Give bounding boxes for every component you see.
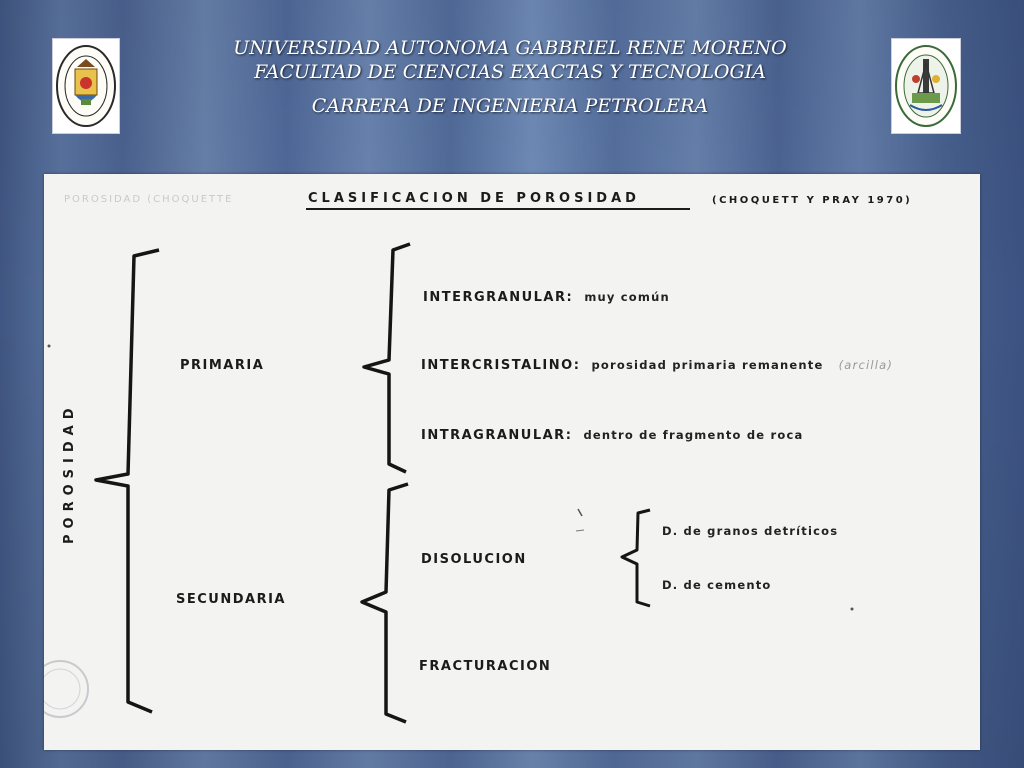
slide-header: UNIVERSIDAD AUTONOMA GABBRIEL RENE MOREN… (130, 36, 890, 118)
main-brace (94, 248, 160, 714)
term-intergranular: INTERGRANULAR: (423, 290, 574, 305)
desc-intercristalino: porosidad primaria remanente (591, 358, 824, 372)
term-intercristalino: INTERCRISTALINO: (421, 358, 581, 373)
primaria-label: PRIMARIA (180, 358, 265, 373)
faculty-name: FACULTAD DE CIENCIAS EXACTAS Y TECNOLOGI… (254, 61, 766, 83)
secundaria-brace (360, 482, 409, 724)
diagram-title: CLASIFICACION DE POROSIDAD (308, 191, 640, 206)
item-intragranular: INTRAGRANULAR: dentro de fragmento de ro… (421, 424, 803, 443)
primaria-brace (362, 242, 411, 474)
secundaria-label: SECUNDARIA (176, 592, 286, 607)
faded-header-text: POROSIDAD (CHOQUETTE (64, 194, 234, 205)
desc-intragranular: dentro de fragmento de roca (583, 428, 804, 442)
university-name: UNIVERSIDAD AUTONOMA GABBRIEL RENE MOREN… (233, 37, 787, 59)
university-seal-icon (52, 38, 120, 134)
program-name: CARRERA DE INGENIERIA PETROLERA (311, 95, 709, 117)
item-intergranular: INTERGRANULAR: muy común (423, 286, 670, 305)
term-disolucion: DISOLUCION (421, 552, 527, 567)
term-fracturacion: FRACTURACION (419, 659, 552, 674)
porosity-diagram-sheet: POROSIDAD (CHOQUETTE CLASIFICACION DE PO… (44, 174, 980, 750)
desc-intergranular: muy común (584, 290, 670, 304)
faculty-seal-icon (891, 38, 961, 134)
disolucion-brace (620, 508, 651, 608)
term-intragranular: INTRAGRANULAR: (421, 428, 573, 443)
diagram-reference: (CHOQUETT Y PRAY 1970) (712, 195, 913, 206)
subitem-granos-detriticos: D. de granos detríticos (662, 524, 839, 538)
subitem-cemento: D. de cemento (662, 578, 772, 592)
note-intercristalino: (arcilla) (838, 358, 894, 372)
item-intercristalino: INTERCRISTALINO: porosidad primaria rema… (421, 354, 893, 373)
diagram-brackets (44, 208, 854, 724)
root-label-porosidad: POROSIDAD (62, 402, 77, 544)
